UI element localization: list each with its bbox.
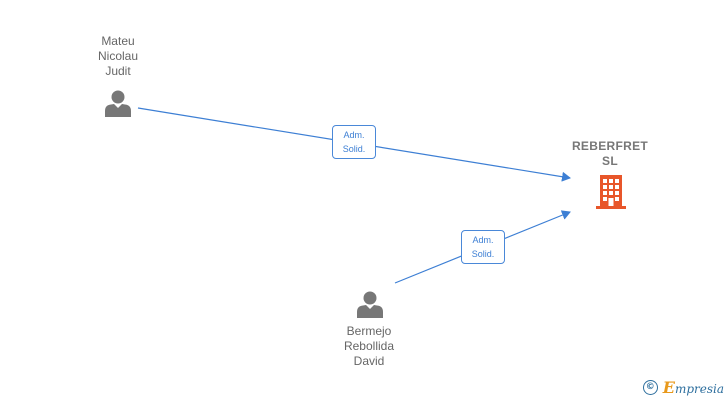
relationship-label-bermejo[interactable]: Adm. Solid. <box>461 230 505 264</box>
person-name-line: Bermejo <box>346 324 392 338</box>
copyright-icon: © <box>642 379 658 395</box>
building-icon <box>596 175 626 209</box>
relationship-role-line: Adm. <box>472 235 494 245</box>
company-node-label: REBERFRET SL <box>560 139 660 169</box>
person-node-mateu[interactable] <box>104 89 132 117</box>
brand-logo: Empresia <box>663 378 724 397</box>
brand-logo-rest: mpresia <box>674 381 724 396</box>
person-node-bermejo[interactable] <box>356 290 384 318</box>
company-node[interactable] <box>595 174 627 210</box>
person-name-line: Rebollida <box>343 339 395 353</box>
relationship-role-line: Solid. <box>342 144 366 154</box>
person-node-label-bermejo: Bermejo Rebollida David <box>324 324 414 369</box>
relationship-label-mateu[interactable]: Adm. Solid. <box>332 125 376 159</box>
person-name-line: Mateu <box>101 34 135 48</box>
person-name-line: Judit <box>105 64 131 78</box>
person-name-line: David <box>353 354 385 368</box>
relationship-role-line: Solid. <box>471 249 495 259</box>
person-icon <box>105 90 131 117</box>
company-name-line: SL <box>602 154 618 168</box>
brand-logo-initial: E <box>662 377 675 397</box>
person-icon <box>357 291 383 318</box>
person-node-label-mateu: Mateu Nicolau Judit <box>78 34 158 79</box>
relationship-role-line: Adm. <box>343 130 365 140</box>
brand-footer[interactable]: © Empresia <box>642 377 724 397</box>
person-name-line: Nicolau <box>97 49 139 63</box>
company-name-line: REBERFRET <box>571 139 649 153</box>
